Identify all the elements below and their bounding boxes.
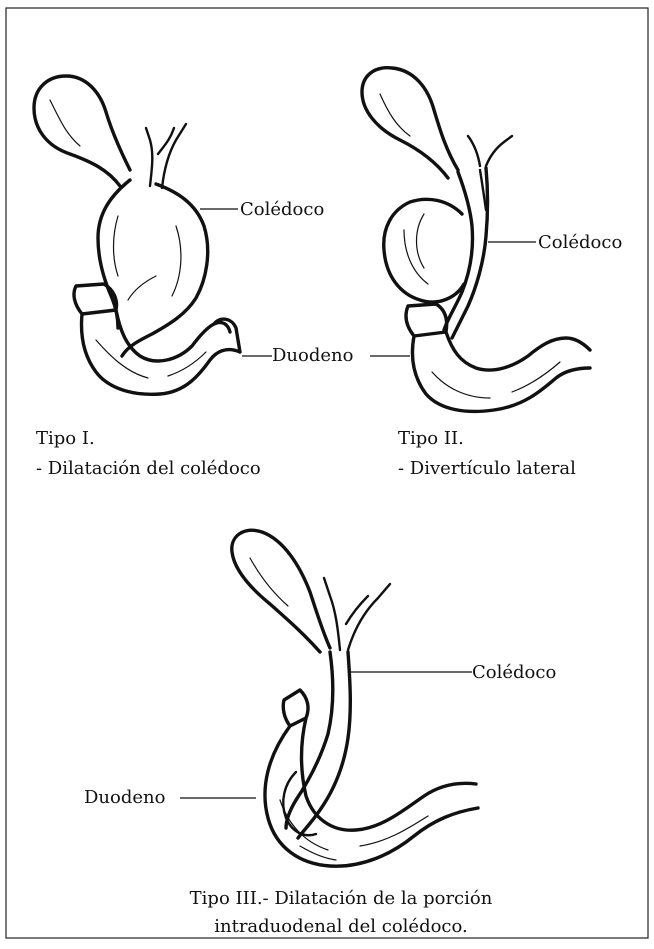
type3-choledochus: [286, 652, 350, 838]
type1-duodenum-label: Duodeno: [272, 345, 353, 366]
type2-choledochus: [444, 168, 488, 338]
type3-caption-line1: Tipo III.- Dilatación de la porción: [190, 888, 493, 909]
type3-caption-line2: intraduodenal del colédoco.: [214, 916, 468, 937]
type2-hepatic-ducts: [468, 136, 512, 210]
type3-illustration: [232, 530, 478, 866]
type1-choledochus-label: Colédoco: [240, 199, 324, 220]
type1-illustration: [34, 76, 240, 394]
type1-duodenum: [74, 284, 240, 394]
type1-caption-line1: Tipo I.: [36, 428, 95, 449]
type3-duodenum: [265, 690, 478, 866]
type3-gallbladder: [232, 530, 330, 652]
type3-intraduodenal-dilatation: [283, 772, 316, 835]
type2-caption-line1: Tipo II.: [398, 428, 464, 449]
type2-caption-line2: - Divertículo lateral: [398, 458, 576, 479]
type1-hepatic-ducts: [146, 124, 186, 188]
type3-choledochus-label: Colédoco: [472, 662, 556, 683]
type3-hepatic-ducts: [324, 578, 390, 650]
type2-choledochus-label: Colédoco: [538, 232, 622, 253]
type3-duodenum-label: Duodeno: [84, 787, 165, 808]
type2-duodenum: [406, 304, 590, 411]
type2-gallbladder: [362, 68, 458, 178]
type1-gallbladder: [34, 76, 130, 186]
type1-caption-line2: - Dilatación del colédoco: [36, 458, 261, 479]
type1-dilated-choledochus: [98, 180, 208, 356]
